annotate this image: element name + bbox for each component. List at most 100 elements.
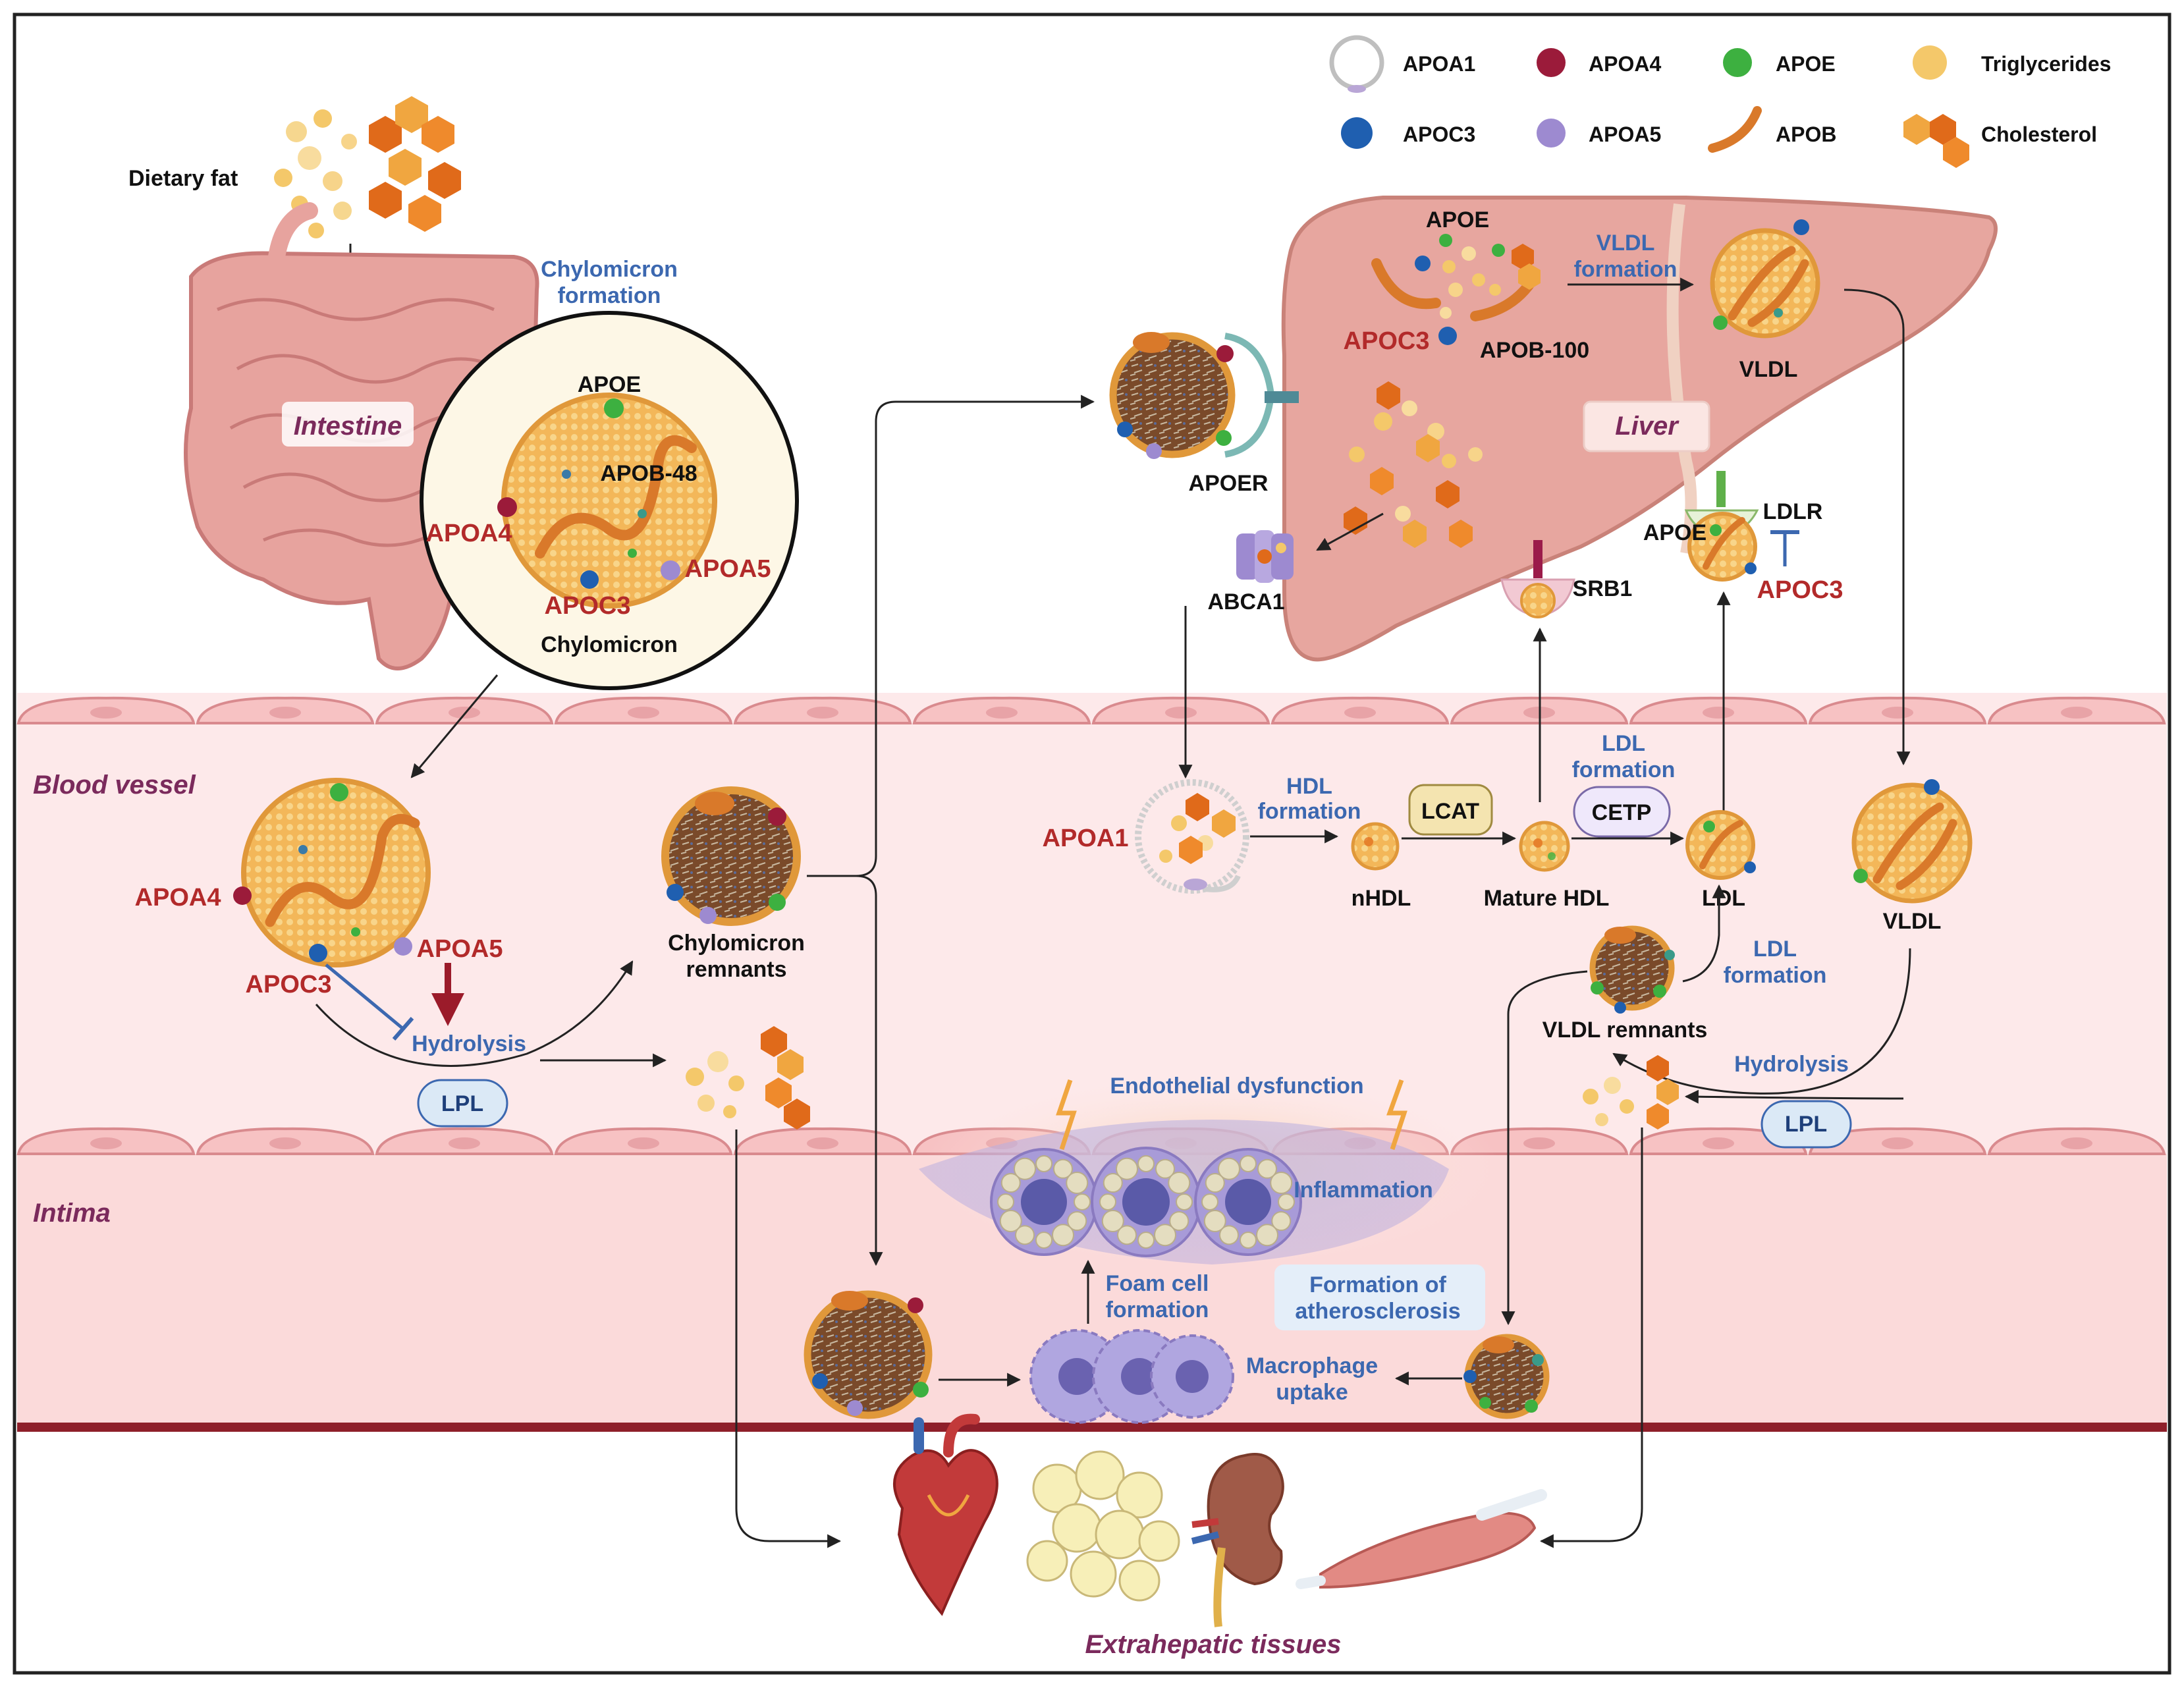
hydrolysis-label-right: Hydrolysis	[1734, 1052, 1849, 1077]
apoc3-label-zoom: APOC3	[545, 592, 631, 620]
atherosclerosis-line2: atherosclerosis	[1295, 1299, 1460, 1324]
lipid-droplet	[1240, 1232, 1257, 1249]
intestine-region: Dietary fat Intestine Chylomicron format…	[128, 96, 799, 778]
arrow-vldl-to-blood	[1843, 288, 1911, 766]
lpl-badge-right	[1761, 1100, 1852, 1149]
endothelial-nucleus	[269, 707, 301, 719]
lpl-badge-left	[417, 1079, 508, 1128]
vldl-formation-label-line2: formation	[1574, 257, 1678, 282]
arrow-vldl-remnant-to-intima	[1501, 970, 1588, 1326]
lipid-droplet	[999, 1210, 1022, 1232]
legend-triglycerides-label: Triglycerides	[1981, 52, 2111, 76]
lipid-droplet	[1035, 1232, 1052, 1249]
lipid-droplet	[1169, 1211, 1189, 1231]
apoa1-ring-particle	[1135, 779, 1249, 894]
arrow-remnant-to-ldl	[1682, 884, 1726, 983]
mature-hdl-particle	[1519, 821, 1570, 872]
arrow-ffa-right-to-tissues	[1539, 1128, 1643, 1548]
endothelial-nucleus	[807, 707, 838, 719]
lipid-droplet	[997, 1193, 1014, 1210]
endothelial-nucleus	[986, 707, 1018, 719]
lipid-droplet	[1137, 1232, 1155, 1249]
lightning-icon-left	[1056, 1079, 1077, 1151]
vldl-remnant-particle	[1589, 925, 1675, 1014]
vessel-wall-line	[17, 1423, 2167, 1432]
apoe-label-liver: APOE	[1426, 207, 1489, 232]
lipid-droplet	[1271, 1211, 1292, 1231]
lipid-droplet	[1203, 1210, 1226, 1232]
apob-ribbon-icon	[1708, 106, 1762, 153]
lipid-droplet	[1052, 1224, 1074, 1247]
arrow-remnant-to-intima	[856, 875, 883, 1266]
intestine-label: Intestine	[294, 412, 402, 441]
released-lipids-right	[1583, 1055, 1679, 1129]
lipid-droplet	[1176, 1193, 1193, 1210]
apoe-dot-icon	[1723, 48, 1752, 77]
endothelial-nucleus	[1523, 1137, 1555, 1149]
lipid-droplet	[1168, 1172, 1191, 1194]
triglyceride-dot-icon	[1913, 45, 1947, 80]
chylomicron-formation-label-line1: Chylomicron	[541, 257, 678, 282]
endothelial-nucleus	[90, 1137, 122, 1149]
lipid-droplet	[1067, 1211, 1087, 1231]
macrophages	[1029, 1329, 1234, 1424]
blood-vessel-label: Blood vessel	[33, 771, 196, 800]
cetp-badge	[1573, 786, 1671, 838]
endothelial-nucleus	[628, 707, 659, 719]
atherosclerosis-line1: Formation of	[1309, 1272, 1446, 1297]
vldl-assembly	[1371, 234, 1541, 345]
kidney-icon	[1191, 1453, 1284, 1627]
extrahepatic-tissues-label: Extrahepatic tissues	[1085, 1630, 1341, 1659]
chylomicron-remnant	[661, 786, 801, 926]
endothelial-nucleus	[1165, 707, 1197, 719]
chylomicron-remnants-label-line1: Chylomicron	[668, 931, 805, 956]
endothelial-nucleus	[1703, 707, 1734, 719]
apoa4-dot-icon	[1537, 48, 1566, 77]
vldl-particle-liver	[1710, 219, 1820, 339]
macrophage-uptake-line1: Macrophage	[1246, 1353, 1378, 1378]
endothelial-nucleus	[449, 1137, 480, 1149]
apoc3-inhibit-line	[325, 964, 404, 1030]
vldl-particle-blood	[1851, 779, 1973, 904]
foam-cell-formation-line2: formation	[1106, 1297, 1209, 1322]
hydrolysis-label-left: Hydrolysis	[412, 1031, 526, 1056]
endothelial-nucleus	[807, 1137, 838, 1149]
apoer-label: APOER	[1189, 471, 1269, 496]
macrophage-uptake-line2: uptake	[1276, 1380, 1348, 1405]
lipid-droplet	[1154, 1224, 1176, 1247]
lcat-badge	[1408, 784, 1493, 836]
lipid-droplet	[1101, 1210, 1124, 1232]
lipid-droplet	[1035, 1155, 1052, 1172]
lipid-droplet	[1256, 1224, 1278, 1247]
endothelial-nucleus	[1882, 1137, 1913, 1149]
apob48-label: APOB-48	[600, 461, 697, 486]
vldl-formation-label-line1: VLDL	[1597, 231, 1655, 256]
apoc3-dot-icon	[1341, 117, 1373, 149]
apoc3-label-ldlr: APOC3	[1757, 576, 1843, 604]
apoe-label-receptor: APOE	[1643, 520, 1706, 545]
srb1-receptor	[1500, 540, 1575, 618]
arrow-remnant-to-apoer	[807, 394, 1095, 877]
apoa5-label-blood: APOA5	[417, 935, 503, 963]
cholesterol-hexagon-icon	[1903, 114, 1969, 168]
ring-icon	[1329, 35, 1384, 93]
legend-apoe-label: APOE	[1776, 52, 1836, 76]
endothelial-nucleus	[269, 1137, 301, 1149]
lipid-droplet	[1053, 1158, 1073, 1179]
liver-label: Liver	[1615, 412, 1679, 441]
inflammation-label: Inflammation	[1294, 1178, 1433, 1203]
apoe-label-zoom: APOE	[578, 372, 641, 397]
cetp-label: CETP	[1592, 800, 1652, 825]
apoa5-label-zoom: APOA5	[685, 555, 771, 583]
foam-cell-lipid-droplets	[997, 1155, 1295, 1249]
endothelial-nucleus	[1344, 707, 1376, 719]
ldl-formation-top-line1: LDL	[1602, 731, 1645, 756]
ldl-label: LDL	[1702, 886, 1745, 911]
legend: APOA1 APOA4 APOE Triglycerides APOC3 APO…	[1329, 35, 2111, 168]
adipose-tissue-icon	[1026, 1450, 1180, 1602]
lipid-droplet	[1099, 1193, 1116, 1210]
foam-cell-formation-line1: Foam cell	[1106, 1271, 1209, 1296]
nhdl-label: nHDL	[1351, 886, 1411, 911]
chylomicron-in-blood	[233, 778, 431, 967]
